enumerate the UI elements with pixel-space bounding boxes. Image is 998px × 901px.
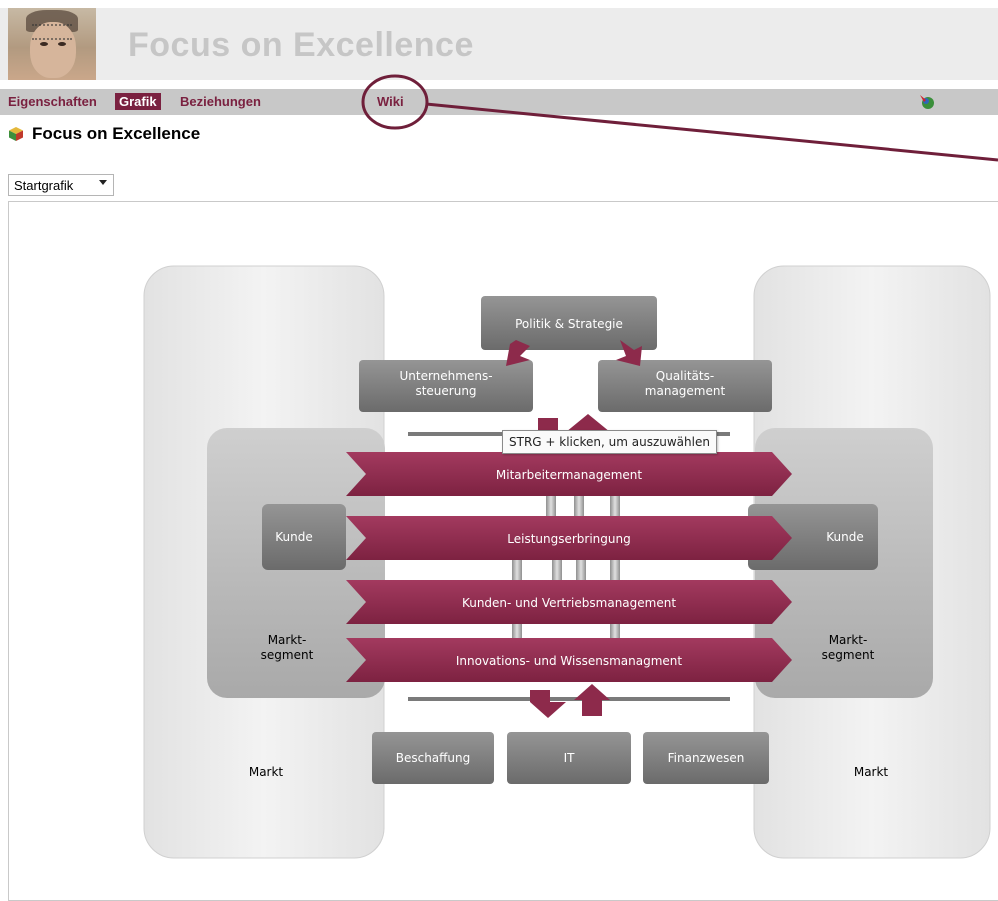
nav-tab-eigenschaften[interactable]: Eigenschaften: [8, 94, 97, 109]
avatar-photo: [8, 8, 96, 80]
beschaffung-box[interactable]: [372, 732, 494, 784]
finanzwesen-label: Finanzwesen: [668, 751, 745, 765]
header: Focus on Excellence: [0, 0, 998, 84]
customer-label-right: Kunde: [826, 530, 863, 544]
customer-box-right[interactable]: [748, 504, 878, 570]
it-label: IT: [564, 751, 576, 765]
politik-strategie-label: Politik & Strategie: [515, 317, 623, 331]
nav-tab-grafik[interactable]: Grafik: [115, 93, 161, 110]
customer-label-left: Kunde: [275, 530, 312, 544]
ctrl-click-tooltip: STRG + klicken, um auszuwählen: [502, 430, 717, 454]
finanzwesen-box[interactable]: [643, 732, 769, 784]
segment-label-left: Markt-segment: [261, 633, 314, 662]
site-title: Focus on Excellence: [128, 26, 474, 64]
process-label: Kunden- und Vertriebsmanagement: [462, 596, 676, 610]
it-box[interactable]: [507, 732, 631, 784]
down-arrow-bottom: [530, 690, 566, 718]
process-arrow-leistungserbringung[interactable]: [346, 516, 792, 560]
arrow-to-unternehmenssteuerung: [506, 340, 530, 366]
connector-arrow: [610, 552, 620, 586]
process-arrow-kunden-vertriebsmanagement[interactable]: [346, 580, 792, 624]
connector-arrow: [574, 492, 584, 526]
up-arrow-bottom: [574, 684, 610, 716]
connector-arrow: [610, 618, 620, 648]
page-title: Focus on Excellence: [32, 124, 201, 143]
qualitaetsmanagement-label: Qualitäts-management: [645, 369, 726, 398]
up-arrow-top: [566, 414, 610, 432]
connector-arrow: [610, 492, 620, 526]
process-label: Mitarbeitermanagement: [496, 468, 643, 482]
segment-label-right: Markt-segment: [822, 633, 875, 662]
unternehmenssteuerung-box[interactable]: [359, 360, 533, 412]
process-label: Leistungserbringung: [507, 532, 630, 546]
beschaffung-label: Beschaffung: [396, 751, 471, 765]
chevron-down-icon: [99, 180, 107, 185]
header-band: [0, 8, 998, 80]
connector-arrow: [576, 552, 586, 586]
market-label-right: Markt: [854, 765, 889, 779]
connector-arrow: [512, 618, 522, 648]
bottom-separator-line: [408, 697, 730, 701]
market-label-left: Markt: [249, 765, 284, 779]
process-label: Innovations- und Wissensmanagment: [456, 654, 683, 668]
customer-box-left[interactable]: [262, 504, 346, 570]
cube-icon: [9, 127, 23, 141]
navbar: Eigenschaften Grafik Beziehungen Wiki: [0, 89, 998, 115]
process-arrow-mitarbeitermanagement[interactable]: [346, 452, 792, 496]
connector-arrow: [552, 552, 562, 586]
connector-arrow: [546, 492, 556, 526]
qualitaetsmanagement-box[interactable]: [598, 360, 772, 412]
politik-strategie-box[interactable]: [481, 296, 657, 350]
graphic-select[interactable]: Startgrafik: [8, 174, 114, 196]
graphic-select-value: Startgrafik: [14, 178, 74, 193]
arrow-to-qualitaetsmanagement: [616, 340, 642, 366]
nav-tab-beziehungen[interactable]: Beziehungen: [180, 94, 261, 109]
unternehmenssteuerung-label: Unternehmens-steuerung: [399, 369, 492, 398]
process-arrow-innovations-wissensmanagment[interactable]: [346, 638, 792, 682]
connector-arrow: [512, 552, 522, 586]
